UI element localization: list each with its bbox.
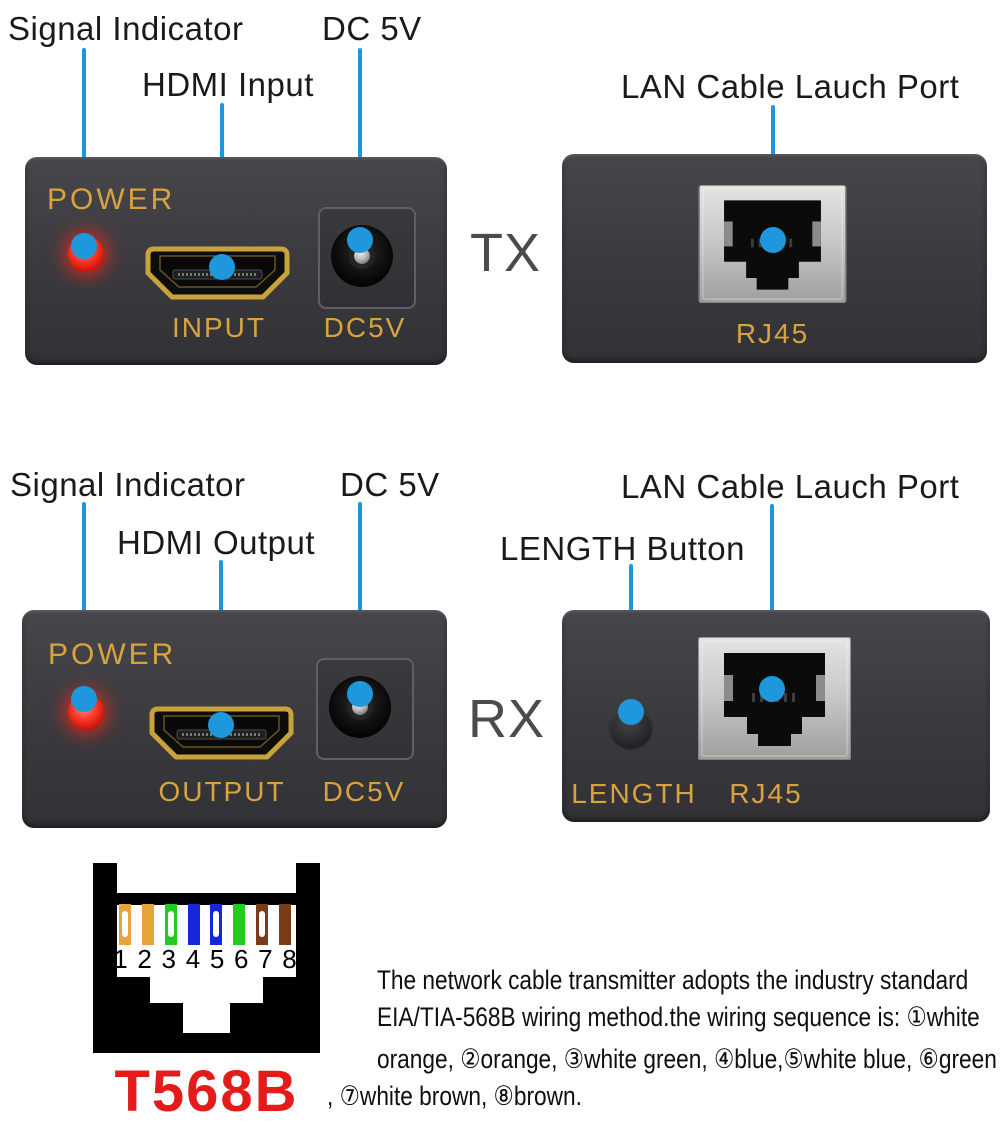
rx-rj45-label: RJ45 [729, 778, 803, 809]
tx-signal-callout-dot [71, 233, 97, 259]
wiring-description-line: orange, ②orange, ③white green, ④blue,⑤wh… [377, 1044, 997, 1074]
rx-dc5v-callout-label: DC 5V [340, 466, 440, 503]
pin-white-stripe [122, 911, 128, 937]
rj45-pin-8 [278, 904, 291, 945]
t568b-title: T568B [114, 1059, 299, 1124]
tx-back-panel: RJ45 [562, 154, 987, 363]
rx-hdmi-callout-dot [208, 712, 234, 738]
tx-front-panel: POWER INPUT DC5V [25, 157, 447, 365]
tx-lan-port-label: LAN Cable Lauch Port [621, 68, 960, 105]
rx-length-label: LENGTH [571, 778, 697, 809]
rx-length-callout-dot [618, 699, 644, 725]
rx-signal-callout-line [82, 502, 86, 694]
rj45-pin-number: 4 [185, 944, 201, 974]
rx-lan-port-label: LAN Cable Lauch Port [621, 468, 960, 505]
wiring-description-line: EIA/TIA-568B wiring method.the wiring se… [377, 1002, 980, 1032]
rj45-pin-number: 6 [233, 944, 249, 974]
tx-dc-jack [318, 207, 416, 309]
rj45-pin-2 [141, 904, 154, 945]
rj45-pin-6 [233, 904, 246, 945]
rj45-pin-number: 7 [258, 944, 273, 974]
rj45-pin-4 [187, 904, 200, 945]
pin-white-stripe [167, 911, 174, 937]
rx-lan-callout-dot [759, 676, 785, 702]
rj45-pin-number: 5 [209, 944, 225, 974]
tx-device-label: TX [470, 223, 542, 283]
rx-output-label: OUTPUT [158, 776, 286, 807]
rj45-pin-number: 8 [282, 944, 297, 974]
rx-length-button-label: LENGTH Button [500, 530, 745, 567]
tx-hdmi-callout-dot [209, 254, 235, 280]
rx-dc-jack [316, 658, 414, 760]
tx-dc-callout-line [358, 48, 362, 234]
tx-dc-callout-dot [347, 227, 373, 253]
pin-white-stripe [259, 911, 266, 937]
rx-signal-indicator-label: Signal Indicator [10, 466, 246, 503]
rj45-pin-number: 3 [161, 944, 177, 974]
rx-dc-callout-line [358, 502, 362, 690]
rx-dc-callout-dot [347, 681, 373, 707]
rj45-pin-1 [119, 904, 131, 945]
rj45-pin-7 [256, 904, 269, 945]
tx-dc5v-label: DC5V [323, 312, 407, 343]
rj45-pins [119, 904, 291, 945]
rx-lan-callout-line [770, 504, 774, 682]
tx-power-label: POWER [47, 183, 176, 216]
tx-signal-indicator-label: Signal Indicator [8, 10, 244, 47]
rj45-pin-3 [164, 904, 177, 945]
rj45-pin-number: 2 [137, 944, 152, 974]
tx-signal-callout-line [82, 48, 86, 240]
rx-front-panel: POWER OUTPUT DC5V [22, 610, 447, 828]
pin-white-stripe [213, 911, 220, 937]
rx-dc5v-label: DC5V [322, 776, 406, 807]
wiring-description-line: , ⑦white brown, ⑧brown. [327, 1081, 582, 1111]
rj45-pin-number: 1 [113, 944, 128, 974]
rx-device-label: RX [468, 689, 546, 749]
tx-dc5v-callout-label: DC 5V [322, 10, 422, 47]
rj45-pin-5 [210, 904, 223, 945]
wiring-description-line: The network cable transmitter adopts the… [377, 965, 969, 995]
tx-lan-callout-dot [760, 227, 786, 253]
rx-hdmi-output-label: HDMI Output [117, 524, 316, 561]
rx-signal-callout-dot [71, 686, 97, 712]
tx-rj45-label: RJ45 [735, 318, 810, 349]
tx-input-label: INPUT [172, 312, 266, 343]
rx-power-label: POWER [48, 638, 177, 671]
tx-hdmi-input-label: HDMI Input [142, 66, 314, 103]
